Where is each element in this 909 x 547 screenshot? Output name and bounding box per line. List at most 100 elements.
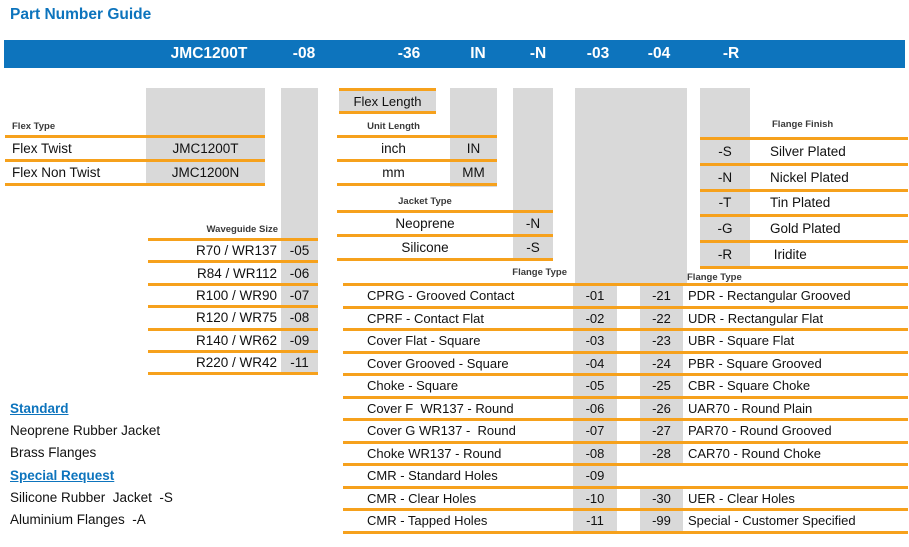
table-row: Silicone -S [337, 237, 553, 261]
cell-mlabel: Cover G WR137 - Round [367, 423, 516, 439]
jacket-type-label: Jacket Type [337, 192, 553, 213]
standard-line: Brass Flanges [10, 445, 97, 461]
part-number-segment-length: -36 [397, 45, 421, 62]
special-request-heading[interactable]: Special Request [10, 467, 115, 483]
flange-type-label-right: Flange Type [687, 272, 742, 283]
cell-kname: Nickel Plated [770, 169, 849, 185]
notes-block: Standard Neoprene Rubber Jacket Brass Fl… [10, 397, 173, 531]
cell-rcode: -99 [640, 511, 683, 531]
cell-kcode: -T [718, 195, 732, 211]
page-title: Part Number Guide [10, 6, 152, 23]
cell-rlabel [683, 466, 908, 486]
cell-rcode: -22 [640, 308, 683, 328]
cell-fcode: JMC1200N [171, 165, 240, 180]
cell-wcode: -11 [290, 355, 309, 371]
cell-mlabel: Cover Flat - Square [367, 333, 481, 349]
cell-rlabel: PBR - Square Grooved [688, 355, 822, 371]
part-number-segment-size: -08 [292, 45, 316, 62]
cell-uname: mm [382, 165, 405, 180]
cell-rlabel: PAR70 - Round Grooved [688, 423, 832, 439]
cell-rcode: -23 [640, 331, 683, 351]
cell-mlabel: CMR - Clear Holes [367, 490, 477, 506]
cell-ucode: IN [466, 141, 481, 156]
cell-rlabel: UAR70 - Round Plain [688, 400, 813, 416]
cell-kcode: -G [717, 221, 733, 237]
table-row: -R Iridite [700, 243, 908, 269]
cell-wname: R100 / WR90 [195, 287, 277, 303]
column-highlight-finish [700, 88, 750, 267]
part-number-segment-model: JMC1200T [170, 45, 248, 62]
flex-type-label: Flex Type [5, 118, 265, 138]
cell-mcode: -07 [573, 421, 617, 441]
cell-rcode: -26 [640, 398, 683, 418]
cell-jcode: -N [525, 216, 541, 231]
cell-mcode: -04 [573, 353, 617, 373]
cell-rlabel: UDR - Rectangular Flat [688, 310, 824, 326]
cell-jname: Silicone [401, 240, 449, 255]
cell-wcode: -08 [289, 310, 310, 326]
cell-wcode: -07 [289, 287, 310, 303]
cell-mlabel: CPRG - Grooved Contact [367, 288, 515, 304]
table-row: CMR - Standard Holes-09 [343, 466, 908, 489]
table-row: -T Tin Plated [700, 192, 908, 218]
cell-mcode: -01 [573, 286, 617, 306]
part-number-segment-finish: -R [722, 45, 740, 62]
cell-mlabel: Choke WR137 - Round [367, 445, 502, 461]
cell-wname: R70 / WR137 [195, 243, 277, 259]
table-row: R140 / WR62-09 [148, 331, 318, 353]
cell-wname: R220 / WR42 [195, 355, 277, 371]
cell-mlabel: Cover F WR137 - Round [367, 400, 514, 416]
part-number-segment-unit: IN [470, 45, 486, 62]
cell-kname: Gold Plated [770, 221, 841, 237]
part-number-segment-flange1: -03 [586, 45, 610, 62]
table-row: Cover F WR137 - Round -06 -26 UAR70 - Round… [343, 398, 908, 421]
cell-mcode: -08 [573, 443, 617, 463]
cell-jcode: -S [526, 240, 540, 255]
standard-heading[interactable]: Standard [10, 400, 69, 416]
table-row: R100 / WR90 -07 [148, 286, 318, 309]
table-row: R220 / WR42 -11 [148, 353, 318, 376]
special-line: Aluminium Flanges -A [10, 512, 146, 528]
cell-wcode: -06 [289, 265, 310, 281]
cell-mlabel: CPRF - Contact Flat [367, 310, 485, 326]
cell-rlabel: CAR70 - Round Choke [688, 445, 821, 461]
flex-length-label: Flex Length [353, 93, 422, 109]
cell-wcode: -09 [289, 332, 310, 348]
cell-rcode [640, 466, 683, 486]
cell-kname: Tin Plated [770, 195, 831, 211]
special-line: Silicone Rubber Jacket -S [10, 489, 173, 505]
cell-fname: Flex Non Twist [12, 165, 101, 180]
cell-rlabel: UER - Clear Holes [688, 490, 795, 506]
cell-rlabel: Special - Customer Specified [688, 513, 856, 529]
table-row: -G Gold Plated [700, 217, 908, 244]
cell-mlabel: Cover Grooved - Square [367, 355, 509, 371]
cell-wname: R120 / WR75 [195, 310, 277, 326]
flange-finish-label: Flange Finish [772, 119, 834, 130]
cell-rlabel: UBR - Square Flat [688, 333, 795, 349]
cell-rcode: -25 [640, 376, 683, 396]
cell-fname: Flex Twist [12, 141, 72, 156]
table-row: R84 / WR112-06 [148, 263, 318, 286]
part-number-segment-jacket: -N [529, 45, 547, 62]
cell-rcode: -27 [640, 421, 683, 441]
cell-mcode: -06 [573, 398, 617, 418]
cell-mcode: -10 [573, 488, 617, 508]
cell-rcode: -21 [640, 286, 683, 306]
waveguide-size-label: Waveguide Size [148, 214, 318, 241]
cell-mcode: -05 [573, 376, 617, 396]
table-row: Cover G WR137 - Round -07 -27 PAR70 - Round… [343, 421, 908, 444]
cell-mlabel: CMR - Standard Holes [367, 468, 498, 484]
flange-type-label-left: Flange Type [512, 267, 567, 278]
